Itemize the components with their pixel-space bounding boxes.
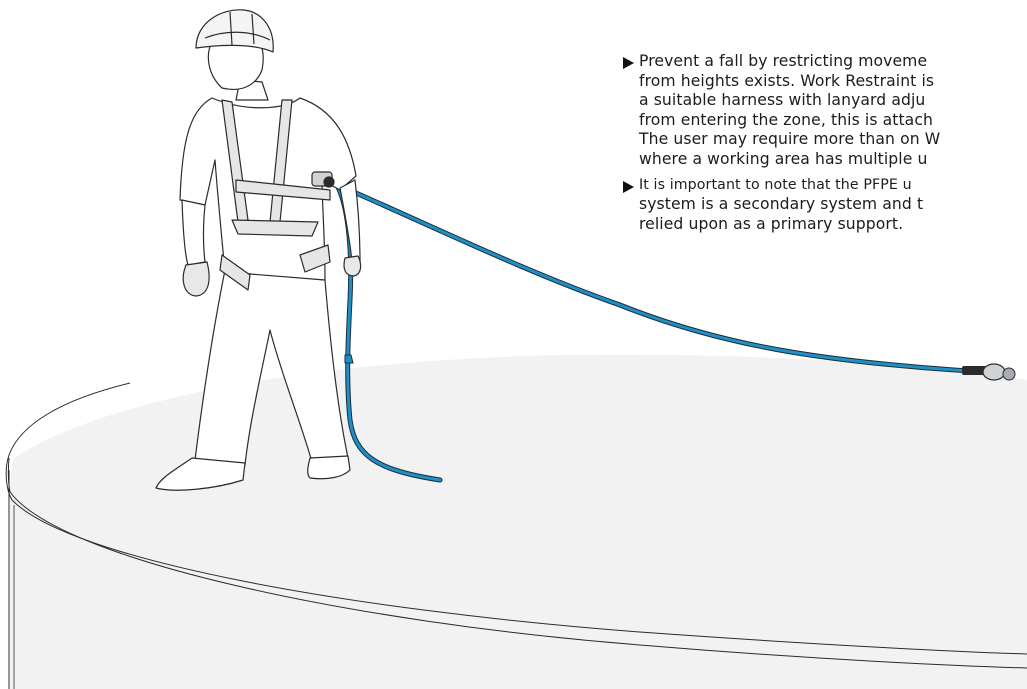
bullet-1-line-2: from heights exists. Work Restraint is	[639, 72, 1027, 92]
bullet-1-line-1: Prevent a fall by restricting moveme	[639, 52, 1027, 72]
triangle-bullet-icon	[623, 57, 634, 69]
helmet-icon	[196, 10, 273, 52]
info-bullet-1: Prevent a fall by restricting moveme fro…	[622, 52, 1027, 170]
platform-top	[10, 355, 1027, 689]
platform	[6, 355, 1027, 689]
info-bullet-2: It is important to note that the PFPE u …	[622, 176, 1027, 235]
info-bullet-list: Prevent a fall by restricting moveme fro…	[622, 52, 1027, 240]
left-glove	[183, 262, 209, 296]
bullet-2-line-2: system is a secondary system and t	[639, 195, 1027, 215]
bullet-1-line-5: The user may require more than on W	[639, 130, 1027, 150]
left-arm	[182, 200, 205, 265]
triangle-bullet-icon	[623, 181, 634, 193]
bullet-1-line-3: a suitable harness with lanyard adju	[639, 91, 1027, 111]
bullet-2-line-1: It is important to note that the PFPE u	[639, 176, 1027, 196]
bullet-2-line-3: relied upon as a primary support.	[639, 215, 1027, 235]
bullet-1-line-6: where a working area has multiple u	[639, 150, 1027, 170]
right-glove	[344, 256, 361, 276]
bullet-1-line-4: from entering the zone, this is attach	[639, 111, 1027, 131]
